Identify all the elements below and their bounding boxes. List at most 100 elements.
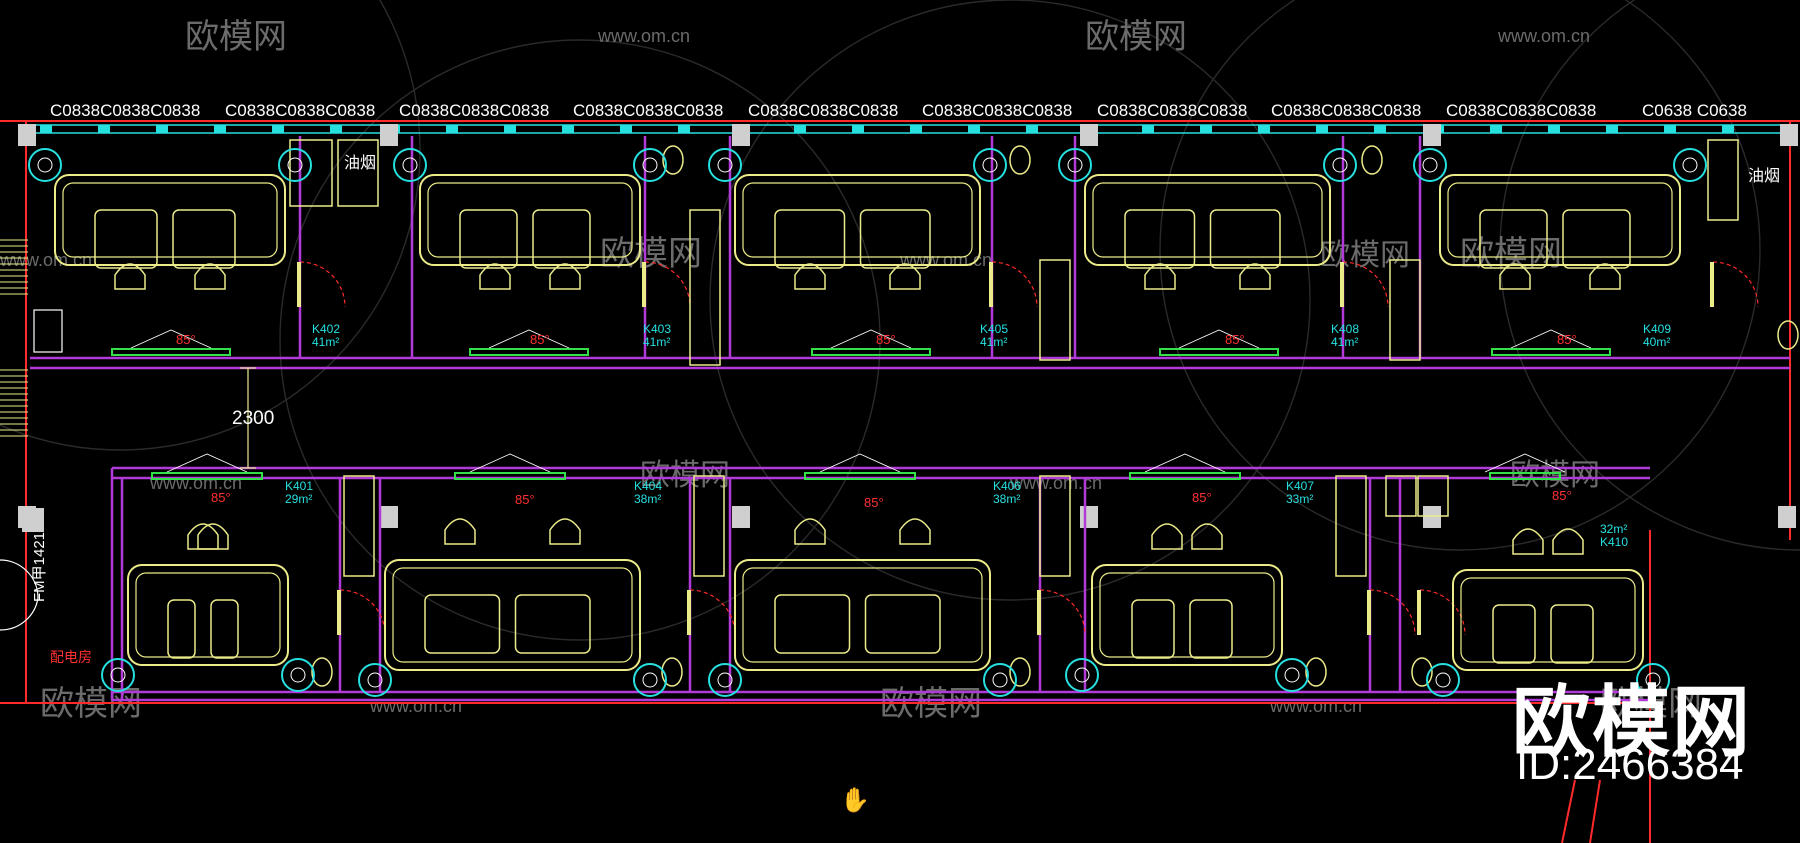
- plant-pot: [101, 658, 135, 692]
- window-mullion: [1606, 125, 1618, 133]
- sofa-seat: [1092, 182, 1323, 258]
- plant-pot: [1065, 658, 1099, 692]
- watermark-brand: 欧模网: [185, 18, 287, 56]
- door-leaf: [1417, 590, 1421, 635]
- exhaust-label: 油烟: [344, 154, 376, 172]
- plant-pot: [1323, 148, 1357, 182]
- ac-airflow: [166, 453, 248, 473]
- window-code-label: C0838C0838C0838: [1271, 101, 1421, 120]
- table: [424, 594, 501, 654]
- corner-brand-id: ID:2466384: [1516, 740, 1744, 789]
- structural-column: [1778, 506, 1796, 528]
- ac-airflow: [1484, 453, 1566, 473]
- hand-pan-icon[interactable]: ✋: [840, 787, 870, 814]
- room-id: K408: [1331, 322, 1359, 336]
- window-mullion: [1200, 125, 1212, 133]
- ac-angle-label: 85°: [1557, 332, 1577, 347]
- structural-column: [18, 124, 36, 146]
- plant: [290, 667, 306, 683]
- window-mullion: [1548, 125, 1560, 133]
- table: [1550, 604, 1594, 664]
- ac-unit: [151, 472, 263, 480]
- table: [172, 209, 236, 269]
- corner-brand-logo: 欧模网: [1512, 678, 1753, 766]
- toilet: [1361, 145, 1383, 175]
- ac-angle-label: 85°: [211, 490, 231, 505]
- sofa-seat: [1447, 182, 1673, 258]
- table: [1562, 209, 1631, 269]
- structural-column: [1423, 124, 1441, 146]
- chair: [1151, 523, 1183, 550]
- table: [1189, 599, 1233, 659]
- structural-column: [380, 124, 398, 146]
- room-area: 38m²: [993, 492, 1020, 506]
- plant-pot: [633, 148, 667, 182]
- window-code-label: C0838C0838C0838: [573, 101, 723, 120]
- plant-pot: [358, 663, 392, 697]
- ac-airflow: [488, 329, 570, 349]
- plant: [367, 672, 383, 688]
- ac-angle-label: 85°: [515, 492, 535, 507]
- room-id: K403: [643, 322, 671, 336]
- watermark-url: www.om.cn: [1497, 26, 1590, 46]
- window-mullion: [1026, 125, 1038, 133]
- plant: [717, 157, 733, 173]
- sofa-seat: [62, 182, 278, 258]
- plant-pot: [393, 148, 427, 182]
- toilet: [311, 657, 333, 687]
- table: [1131, 599, 1175, 659]
- window-mullion: [794, 125, 806, 133]
- plant-pot: [708, 148, 742, 182]
- table: [210, 599, 239, 659]
- room-id: K407: [1286, 479, 1314, 493]
- plant: [287, 157, 303, 173]
- outer-wall-line: [1589, 779, 1601, 843]
- window-code-label: C0838C0838C0838: [1097, 101, 1247, 120]
- room-area: 41m²: [312, 335, 339, 349]
- ac-angle-label: 85°: [176, 332, 196, 347]
- ac-angle-label: 85°: [864, 495, 884, 510]
- corridor-dimension: 2300: [232, 408, 274, 429]
- plant-pot: [278, 148, 312, 182]
- plant-pot: [633, 663, 667, 697]
- room-area: 41m²: [1331, 335, 1358, 349]
- plant-pot: [1275, 658, 1309, 692]
- plant: [1284, 667, 1300, 683]
- window-mullion: [446, 125, 458, 133]
- watermark-brand: 欧模网: [1320, 239, 1410, 272]
- fire-door-swing: [0, 597, 39, 631]
- plant: [402, 157, 418, 173]
- chair: [187, 523, 219, 550]
- room-id: K410: [1600, 535, 1628, 549]
- window-code-label: C0838C0838C0838: [225, 101, 375, 120]
- ac-angle-label: 85°: [876, 332, 896, 347]
- plant: [642, 672, 658, 688]
- structural-column: [380, 506, 398, 528]
- chair: [444, 518, 476, 545]
- toilet: [1777, 320, 1799, 350]
- fixture-box: [1385, 475, 1417, 517]
- sofa: [734, 174, 981, 266]
- sofa: [1091, 564, 1283, 666]
- ac-unit: [811, 348, 931, 356]
- sofa-seat: [392, 567, 633, 663]
- plant-pot: [28, 148, 62, 182]
- door-leaf: [1340, 262, 1344, 307]
- door-swing: [644, 261, 691, 308]
- power-room-label: 配电房: [50, 649, 92, 665]
- door-leaf: [989, 262, 993, 307]
- ac-unit: [1491, 348, 1611, 356]
- window-mullion: [678, 125, 690, 133]
- ac-airflow: [1510, 329, 1592, 349]
- plant-pot: [281, 658, 315, 692]
- window-mullion: [272, 125, 284, 133]
- fixture-box: [1707, 139, 1739, 221]
- chair: [197, 523, 229, 550]
- furniture-layer: [28, 145, 1799, 697]
- structural-column: [1080, 506, 1098, 528]
- chair: [889, 263, 921, 290]
- window-mullion: [562, 125, 574, 133]
- table: [774, 209, 846, 269]
